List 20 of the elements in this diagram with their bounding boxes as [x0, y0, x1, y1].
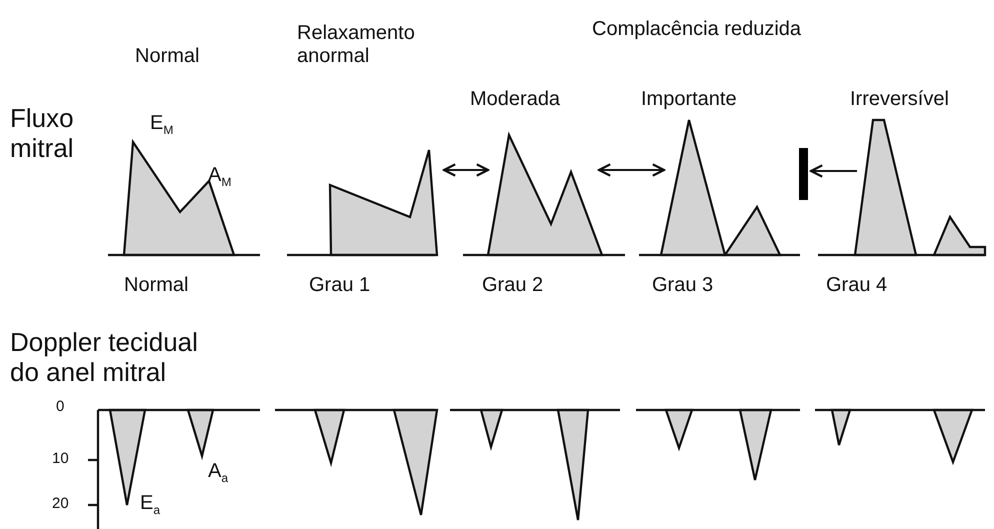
row-heading: Fluxo mitral [10, 104, 75, 164]
grade-label: Grau 3 [652, 274, 714, 297]
grade-label: Grau 2 [482, 274, 544, 297]
tick-label: 10 [52, 450, 69, 468]
column-heading: Relaxamento anormal [297, 22, 416, 68]
group-heading: Complacência reduzida [592, 18, 802, 41]
peak-label: A$_{M}$ [208, 164, 232, 190]
tick-label: 20 [52, 495, 69, 512]
column-heading: Importante [641, 88, 737, 111]
peak-label: A$_{a}$ [208, 460, 228, 486]
peak-label: E$_{a}$ [140, 492, 160, 518]
column-heading: Irreversível [850, 88, 949, 111]
peak-label: E$_{M}$ [150, 112, 174, 138]
grade-label: Grau 4 [826, 274, 888, 297]
tick-label: 0 [56, 398, 64, 416]
column-heading: Moderada [470, 88, 560, 111]
column-heading: Normal [135, 45, 200, 68]
grade-label: Grau 1 [309, 274, 370, 297]
row-heading: Doppler tecidual do anel mitral [10, 328, 199, 388]
grade-label: Normal [124, 274, 188, 297]
